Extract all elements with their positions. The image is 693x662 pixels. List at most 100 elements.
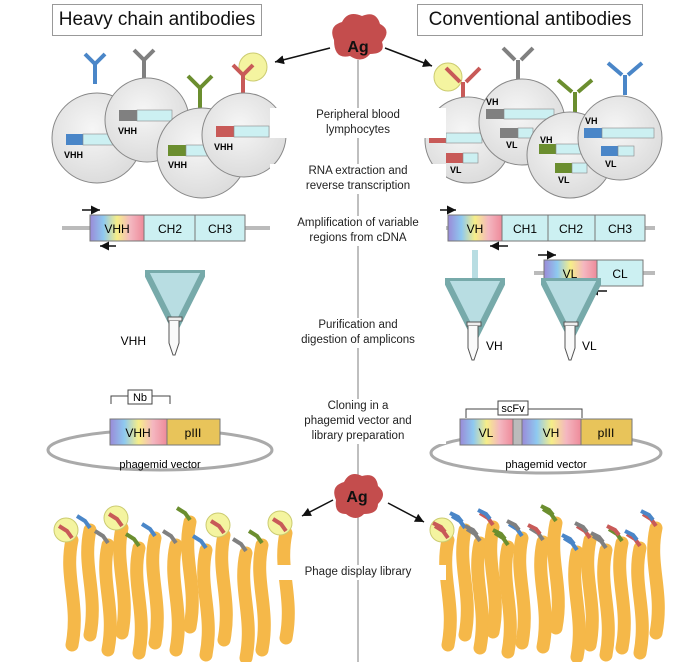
step-cloning: Cloning in a phagemid vector and library… — [270, 399, 446, 444]
displayed-antibody-fragment — [624, 529, 639, 542]
svg-text:CH3: CH3 — [208, 222, 232, 236]
displayed-antibody-fragment — [175, 506, 192, 522]
displayed-antibody-fragment — [271, 517, 288, 533]
tube-vl: VL — [563, 321, 597, 361]
svg-text:VHH: VHH — [118, 126, 137, 136]
svg-text:CL: CL — [612, 267, 628, 281]
phage-particle — [581, 533, 599, 652]
right-phagemid: scFv VL VH pIII phagemid vector — [429, 400, 663, 475]
displayed-antibody-fragment — [477, 508, 492, 521]
displayed-antibody-fragment — [561, 533, 576, 546]
displayed-antibody-fragment — [492, 528, 507, 541]
svg-text:VH: VH — [486, 97, 499, 107]
svg-text:VL: VL — [563, 267, 578, 281]
displayed-antibody-fragment — [506, 519, 521, 532]
antigen-label: Ag — [347, 39, 368, 56]
step-purification: Purification and digestion of amplicons — [270, 318, 446, 348]
right-heavy-construct: VH CH1 CH2 CH3 — [437, 205, 655, 251]
svg-text:VHH: VHH — [64, 150, 83, 160]
svg-text:CH3: CH3 — [608, 222, 632, 236]
phage-particle — [647, 521, 665, 640]
svg-text:VL: VL — [479, 426, 494, 440]
displayed-antibody-fragment — [574, 521, 589, 534]
phage-particle — [237, 546, 255, 662]
svg-text:Nb: Nb — [133, 392, 147, 404]
svg-text:scFv: scFv — [501, 403, 525, 415]
displayed-antibody-fragment — [640, 509, 655, 522]
displayed-antibody-fragment — [124, 532, 141, 548]
phage-particle — [513, 531, 531, 650]
phage-particle — [456, 523, 474, 642]
phage-particle — [277, 526, 295, 645]
tube-vh: VH — [466, 321, 503, 361]
phage-particle — [547, 516, 565, 635]
svg-text:CH2: CH2 — [158, 222, 182, 236]
phage-particle — [63, 533, 81, 652]
antigen-bottom: Ag — [334, 474, 383, 518]
displayed-antibody-fragment — [527, 523, 542, 536]
phage-particle — [484, 520, 502, 639]
arrow-top-left — [274, 47, 331, 65]
displayed-antibody-fragment — [464, 524, 479, 537]
svg-text:phagemid vector: phagemid vector — [505, 459, 587, 471]
svg-text:VH: VH — [543, 426, 560, 440]
heavy-chain-title: Heavy chain antibodies — [52, 4, 262, 36]
svg-text:pIII: pIII — [185, 426, 202, 440]
left-gene-construct: VHH CH2 CH3 — [62, 205, 278, 251]
displayed-antibody-fragment — [93, 529, 110, 545]
svg-text:VH: VH — [486, 339, 503, 353]
displayed-antibody-fragment — [191, 534, 208, 550]
svg-text:VL: VL — [582, 339, 597, 353]
phage-library-right — [429, 504, 665, 662]
displayed-antibody-fragment — [247, 529, 264, 545]
displayed-antibody-fragment — [231, 537, 248, 553]
right-cells: VH VL VH VL VH VL VH VL — [424, 46, 663, 199]
svg-text:VH: VH — [467, 222, 484, 236]
step-amplification: Amplification of variable regions from c… — [270, 216, 446, 246]
displayed-antibody-fragment — [75, 514, 92, 530]
step-rna-extraction: RNA extraction and reverse transcription — [270, 164, 446, 194]
left-cells: VHH VHH VHH VHH — [51, 48, 287, 199]
phage-particle — [568, 545, 586, 662]
svg-text:VH: VH — [585, 116, 598, 126]
phage-particle — [439, 533, 457, 652]
svg-text:phagemid vector: phagemid vector — [119, 459, 201, 471]
phage-particle — [631, 541, 649, 660]
phage-particle — [130, 541, 148, 660]
antigen-top: Ag — [332, 14, 387, 60]
displayed-antibody-fragment — [140, 522, 157, 538]
svg-text:CH1: CH1 — [513, 222, 537, 236]
svg-text:VL: VL — [450, 165, 462, 175]
displayed-antibody-fragment — [606, 524, 621, 537]
arrow-top-right — [384, 47, 433, 67]
cell-red: VHH — [201, 52, 287, 178]
phage-particle — [253, 538, 271, 657]
phage-particle — [534, 535, 552, 654]
phage-particle — [613, 536, 631, 655]
displayed-antibody-fragment — [540, 504, 555, 517]
svg-text:VHH: VHH — [104, 222, 129, 236]
svg-text:VHH: VHH — [121, 334, 146, 348]
displayed-antibody-fragment — [161, 529, 178, 545]
displayed-antibody-fragment — [107, 512, 124, 528]
svg-text:VH: VH — [540, 135, 553, 145]
arrow-bottom-right — [387, 502, 425, 523]
svg-text:VL: VL — [605, 159, 617, 169]
left-phagemid: Nb VHH pIII phagemid vector — [46, 389, 274, 472]
phage-particle — [197, 543, 215, 662]
phage-particle — [471, 536, 489, 655]
svg-text:CH2: CH2 — [559, 222, 583, 236]
svg-text:pIII: pIII — [598, 426, 615, 440]
step-phage-library: Phage display library — [270, 565, 446, 580]
right-light-construct: VL CL — [534, 250, 655, 296]
arrow-bottom-left — [301, 499, 334, 517]
antigen-label: Ag — [346, 489, 367, 506]
svg-text:VL: VL — [558, 175, 570, 185]
phage-particle — [99, 538, 117, 657]
conventional-title: Conventional antibodies — [417, 4, 643, 36]
svg-text:VHH: VHH — [168, 160, 187, 170]
phage-particle — [597, 543, 615, 662]
phage-particle — [81, 523, 99, 642]
phage-particle — [181, 515, 199, 634]
